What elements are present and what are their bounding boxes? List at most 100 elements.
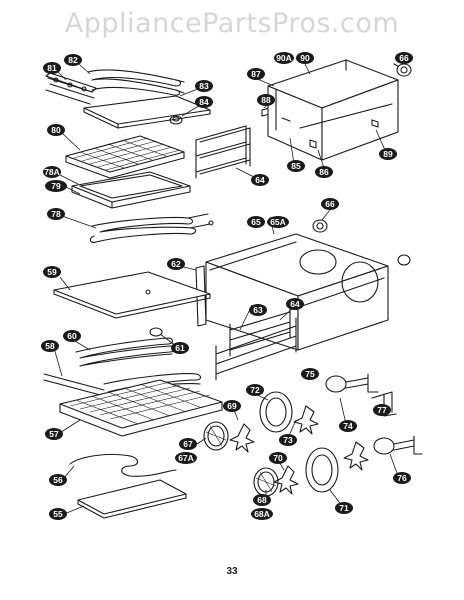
- oven-housing-lower: [205, 233, 389, 351]
- svg-text:78A: 78A: [44, 167, 60, 177]
- svg-text:66: 66: [325, 199, 335, 209]
- callout-74: 75: [301, 368, 319, 380]
- callout-78A: 79: [45, 180, 67, 192]
- callout-70: 70: [269, 452, 287, 464]
- knob-61: [149, 327, 163, 337]
- callout-66-top: 66: [395, 52, 413, 64]
- fan-motor-75: [373, 435, 423, 455]
- svg-text:80: 80: [51, 125, 61, 135]
- svg-text:85: 85: [291, 161, 301, 171]
- svg-text:81: 81: [47, 63, 57, 73]
- crumb-tray-lower: [53, 271, 211, 319]
- rack-guide-lower: [215, 305, 297, 381]
- svg-text:75: 75: [305, 369, 315, 379]
- svg-text:74: 74: [343, 421, 353, 431]
- fan-plate-71a: [259, 391, 293, 433]
- svg-text:58: 58: [45, 341, 55, 351]
- svg-text:68: 68: [257, 495, 267, 505]
- site-watermark: AppliancePartsPros.com: [64, 8, 400, 39]
- broil-pan: [71, 171, 191, 209]
- heating-element-lower: [89, 213, 214, 243]
- svg-text:67: 67: [183, 439, 193, 449]
- svg-text:61: 61: [175, 343, 185, 353]
- callout-68A: 68A: [251, 508, 273, 520]
- fan-blade-72: [293, 405, 319, 435]
- svg-text:90A: 90A: [276, 53, 292, 63]
- callout-58: 58: [41, 340, 59, 352]
- callout-67: 67: [179, 438, 197, 450]
- callout-85: 85: [287, 160, 305, 172]
- callout-72: 73: [279, 434, 297, 446]
- bottom-plate: [77, 479, 187, 519]
- callout-62: 62: [167, 258, 185, 270]
- svg-text:78: 78: [51, 209, 61, 219]
- callout-83: 84: [195, 96, 213, 108]
- svg-text:64: 64: [255, 175, 265, 185]
- fan-grille-67: [203, 421, 229, 451]
- svg-text:63: 63: [253, 305, 263, 315]
- callout-61: 61: [171, 342, 189, 354]
- callout-75: 76: [393, 472, 411, 484]
- fan-plate-71b: [305, 447, 339, 493]
- fan-blade-69: [229, 423, 255, 453]
- svg-text:55: 55: [53, 509, 63, 519]
- svg-text:83: 83: [199, 81, 209, 91]
- svg-text:65: 65: [251, 217, 261, 227]
- svg-text:56: 56: [53, 475, 63, 485]
- callout-71-lower: 71: [335, 502, 353, 514]
- svg-text:71: 71: [339, 503, 349, 513]
- page-number: 33: [226, 566, 238, 577]
- oven-rack-lower: [59, 379, 223, 437]
- callout-71-upper: 72: [246, 384, 264, 396]
- svg-text:89: 89: [383, 149, 393, 159]
- callout-68: 68: [253, 494, 271, 506]
- svg-text:69: 69: [227, 401, 237, 411]
- callout-56: 56: [49, 474, 67, 486]
- callout-81: 82: [64, 54, 82, 66]
- callout-90: 90: [296, 52, 314, 64]
- callout-82: 83: [195, 80, 213, 92]
- callout-67A: 67A: [175, 452, 197, 464]
- callout-87: 87: [247, 68, 265, 80]
- svg-text:62: 62: [171, 259, 181, 269]
- callout-57: 57: [45, 428, 63, 440]
- svg-text:70: 70: [273, 453, 283, 463]
- svg-text:72: 72: [250, 385, 260, 395]
- rack-guide-upper: [195, 125, 251, 179]
- small-knob-side: [397, 254, 411, 266]
- svg-text:66: 66: [399, 53, 409, 63]
- small-knob: [169, 115, 183, 125]
- crumb-tray: [83, 95, 211, 129]
- svg-text:60: 60: [67, 331, 77, 341]
- callout-90A: 90A: [274, 52, 294, 64]
- callout-84-upper: 64: [251, 174, 269, 186]
- callout-65A: 65A: [267, 216, 289, 228]
- callout-88: 89: [379, 148, 397, 160]
- callout-63: 63: [249, 304, 267, 316]
- callout-80: 81: [43, 62, 61, 74]
- svg-text:90: 90: [300, 53, 310, 63]
- svg-text:84: 84: [199, 97, 209, 107]
- callout-79: 80: [47, 124, 65, 136]
- callout-69: 69: [223, 400, 241, 412]
- callout-59: 60: [63, 330, 81, 342]
- callout-55: 55: [49, 508, 67, 520]
- heating-element-top: [45, 69, 185, 105]
- svg-text:67A: 67A: [178, 453, 194, 463]
- callout-66-mid: 66: [321, 198, 339, 210]
- oven-housing-upper: [267, 59, 399, 161]
- svg-text:79: 79: [51, 181, 61, 191]
- callout-65: 65: [247, 216, 265, 228]
- svg-text:86: 86: [319, 167, 329, 177]
- svg-text:65A: 65A: [270, 217, 286, 227]
- callout-76: 77: [373, 404, 391, 416]
- motor-bracket-76: [371, 391, 397, 417]
- control-knob-mid: [312, 219, 328, 233]
- callout-73: 74: [339, 420, 357, 432]
- fan-blade-70: [273, 465, 299, 495]
- control-knob-top: [393, 63, 412, 77]
- heating-element-59: [75, 337, 176, 367]
- svg-text:77: 77: [377, 405, 387, 415]
- callout-78: 78A: [43, 166, 61, 178]
